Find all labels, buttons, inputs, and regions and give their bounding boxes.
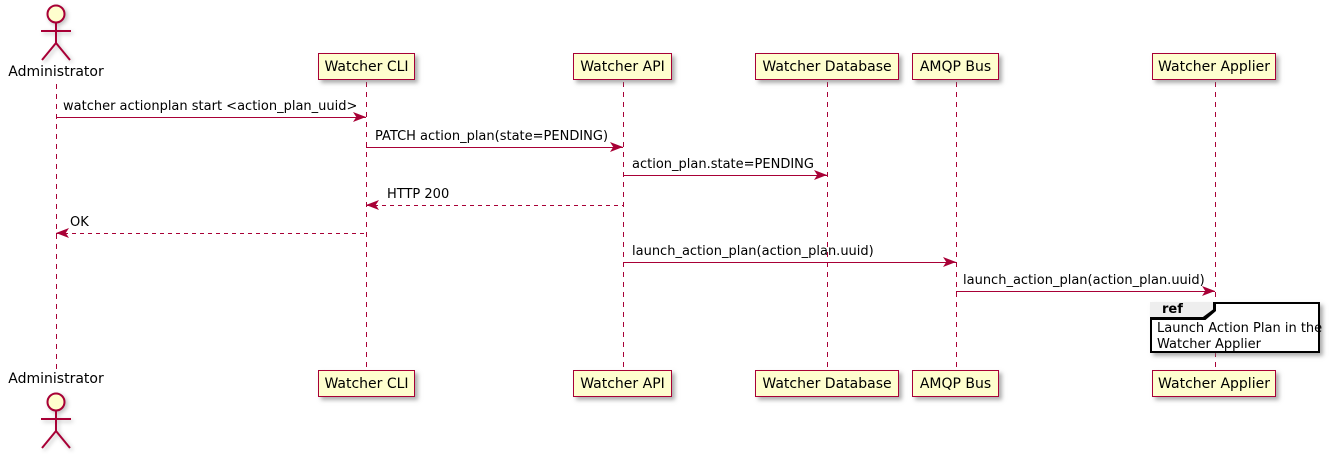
- participant-watcher-api-bottom: Watcher API: [573, 370, 672, 397]
- actor-label-bottom: Administrator: [8, 371, 104, 387]
- message-label-launch-action-plan-2: launch_action_plan(action_plan.uuid): [963, 273, 1205, 288]
- message-label-state-pending: action_plan.state=PENDING: [632, 157, 814, 172]
- lifeline-watcher-database: [827, 82, 828, 369]
- ref-header-shape: ref: [1150, 302, 1216, 320]
- message-label-patch-action-plan: PATCH action_plan(state=PENDING): [375, 129, 609, 144]
- participant-watcher-api-top: Watcher API: [573, 53, 672, 80]
- arrowhead-icon: [56, 228, 69, 238]
- lifeline-watcher-cli: [366, 82, 367, 369]
- lifeline-administrator: [56, 84, 57, 370]
- ref-text: Launch Action Plan in the Watcher Applie…: [1157, 321, 1322, 352]
- actor-icon-bottom: [41, 392, 71, 449]
- arrowhead-icon: [610, 142, 623, 152]
- message-label-ok: OK: [70, 215, 89, 230]
- arrowhead-icon: [353, 112, 366, 122]
- participant-watcher-applier-top: Watcher Applier: [1152, 53, 1276, 80]
- actor-icon: [41, 4, 71, 61]
- ref-fragment: ref Launch Action Plan in the Watcher Ap…: [1150, 302, 1322, 353]
- message-line: [623, 175, 827, 176]
- message-line: [56, 233, 366, 234]
- message-label-start-actionplan: watcher actionplan start <action_plan_uu…: [63, 99, 358, 114]
- arrowhead-icon: [1202, 286, 1215, 296]
- ref-keyword: ref: [1150, 302, 1213, 317]
- participant-watcher-applier-bottom: Watcher Applier: [1152, 370, 1276, 397]
- participant-amqp-bus-top: AMQP Bus: [912, 53, 999, 80]
- ref-text-line2: Watcher Applier: [1157, 336, 1261, 352]
- arrowhead-icon: [366, 200, 379, 210]
- message-label-launch-action-plan-1: launch_action_plan(action_plan.uuid): [632, 244, 874, 259]
- arrowhead-icon: [814, 170, 827, 180]
- ref-text-line1: Launch Action Plan in the: [1157, 321, 1323, 336]
- message-line: [366, 205, 623, 206]
- arrowhead-icon: [943, 257, 956, 267]
- message-line: [956, 291, 1215, 292]
- message-line: [56, 117, 366, 118]
- lifeline-watcher-applier: [1215, 82, 1216, 369]
- participant-watcher-cli-bottom: Watcher CLI: [318, 370, 415, 397]
- lifeline-watcher-api: [623, 82, 624, 369]
- lifeline-amqp-bus: [956, 82, 957, 369]
- actor-label: Administrator: [8, 64, 104, 80]
- participant-watcher-cli-top: Watcher CLI: [318, 53, 415, 80]
- participant-amqp-bus-bottom: AMQP Bus: [912, 370, 999, 397]
- message-line: [623, 262, 956, 263]
- message-line: [366, 147, 623, 148]
- participant-watcher-database-top: Watcher Database: [755, 53, 899, 80]
- participant-watcher-database-bottom: Watcher Database: [755, 370, 899, 397]
- message-label-http-200: HTTP 200: [387, 187, 450, 202]
